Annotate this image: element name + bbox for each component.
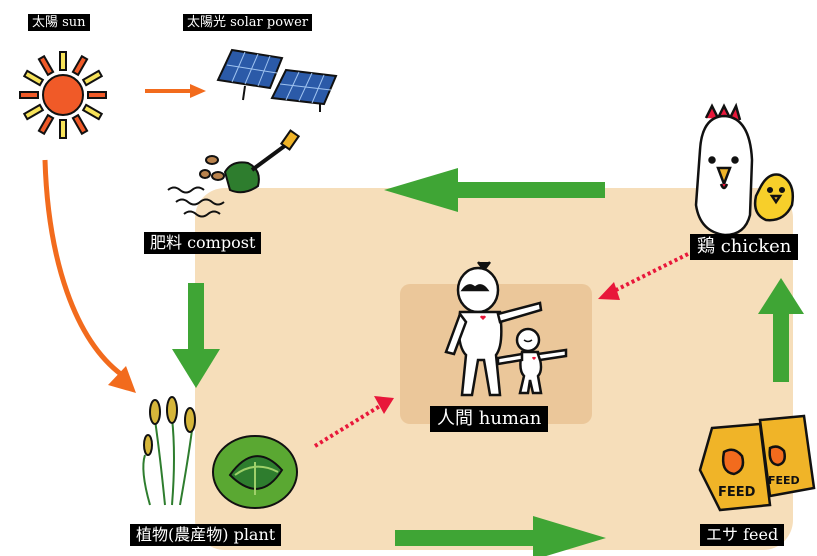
compost-label: 肥料 compost xyxy=(144,232,262,254)
feed-icon xyxy=(698,414,816,512)
sun-icon xyxy=(19,51,107,139)
plant-icon xyxy=(142,396,298,509)
arrow-plant-to-feed xyxy=(395,516,606,556)
feed-bag-text-2: FEED xyxy=(768,474,800,487)
feed-bag-text: FEED xyxy=(718,485,756,500)
solar-power-label: 太陽光 solar power xyxy=(183,14,313,31)
arrow-compost-to-plant xyxy=(172,283,220,388)
human-label: 人間 human xyxy=(430,406,549,432)
compost-icon xyxy=(167,129,301,218)
plant-label: 植物(農産物) plant xyxy=(130,524,282,546)
chicken-icon xyxy=(694,102,794,237)
sun-label: 太陽 sun xyxy=(28,14,90,31)
arrow-feed-to-chicken xyxy=(758,278,804,382)
human-icon xyxy=(444,261,568,397)
arrow-plant-to-human xyxy=(313,396,394,448)
sun-to-plant-arrow xyxy=(42,159,136,393)
arrow-chicken-to-compost xyxy=(384,168,605,212)
feed-label: エサ feed xyxy=(700,524,785,546)
solar-panel-icon xyxy=(216,48,338,112)
sun-to-solar-arrow xyxy=(145,84,206,98)
arrow-chicken-to-human xyxy=(598,252,689,300)
chicken-label: 鶏 chicken xyxy=(690,234,799,260)
